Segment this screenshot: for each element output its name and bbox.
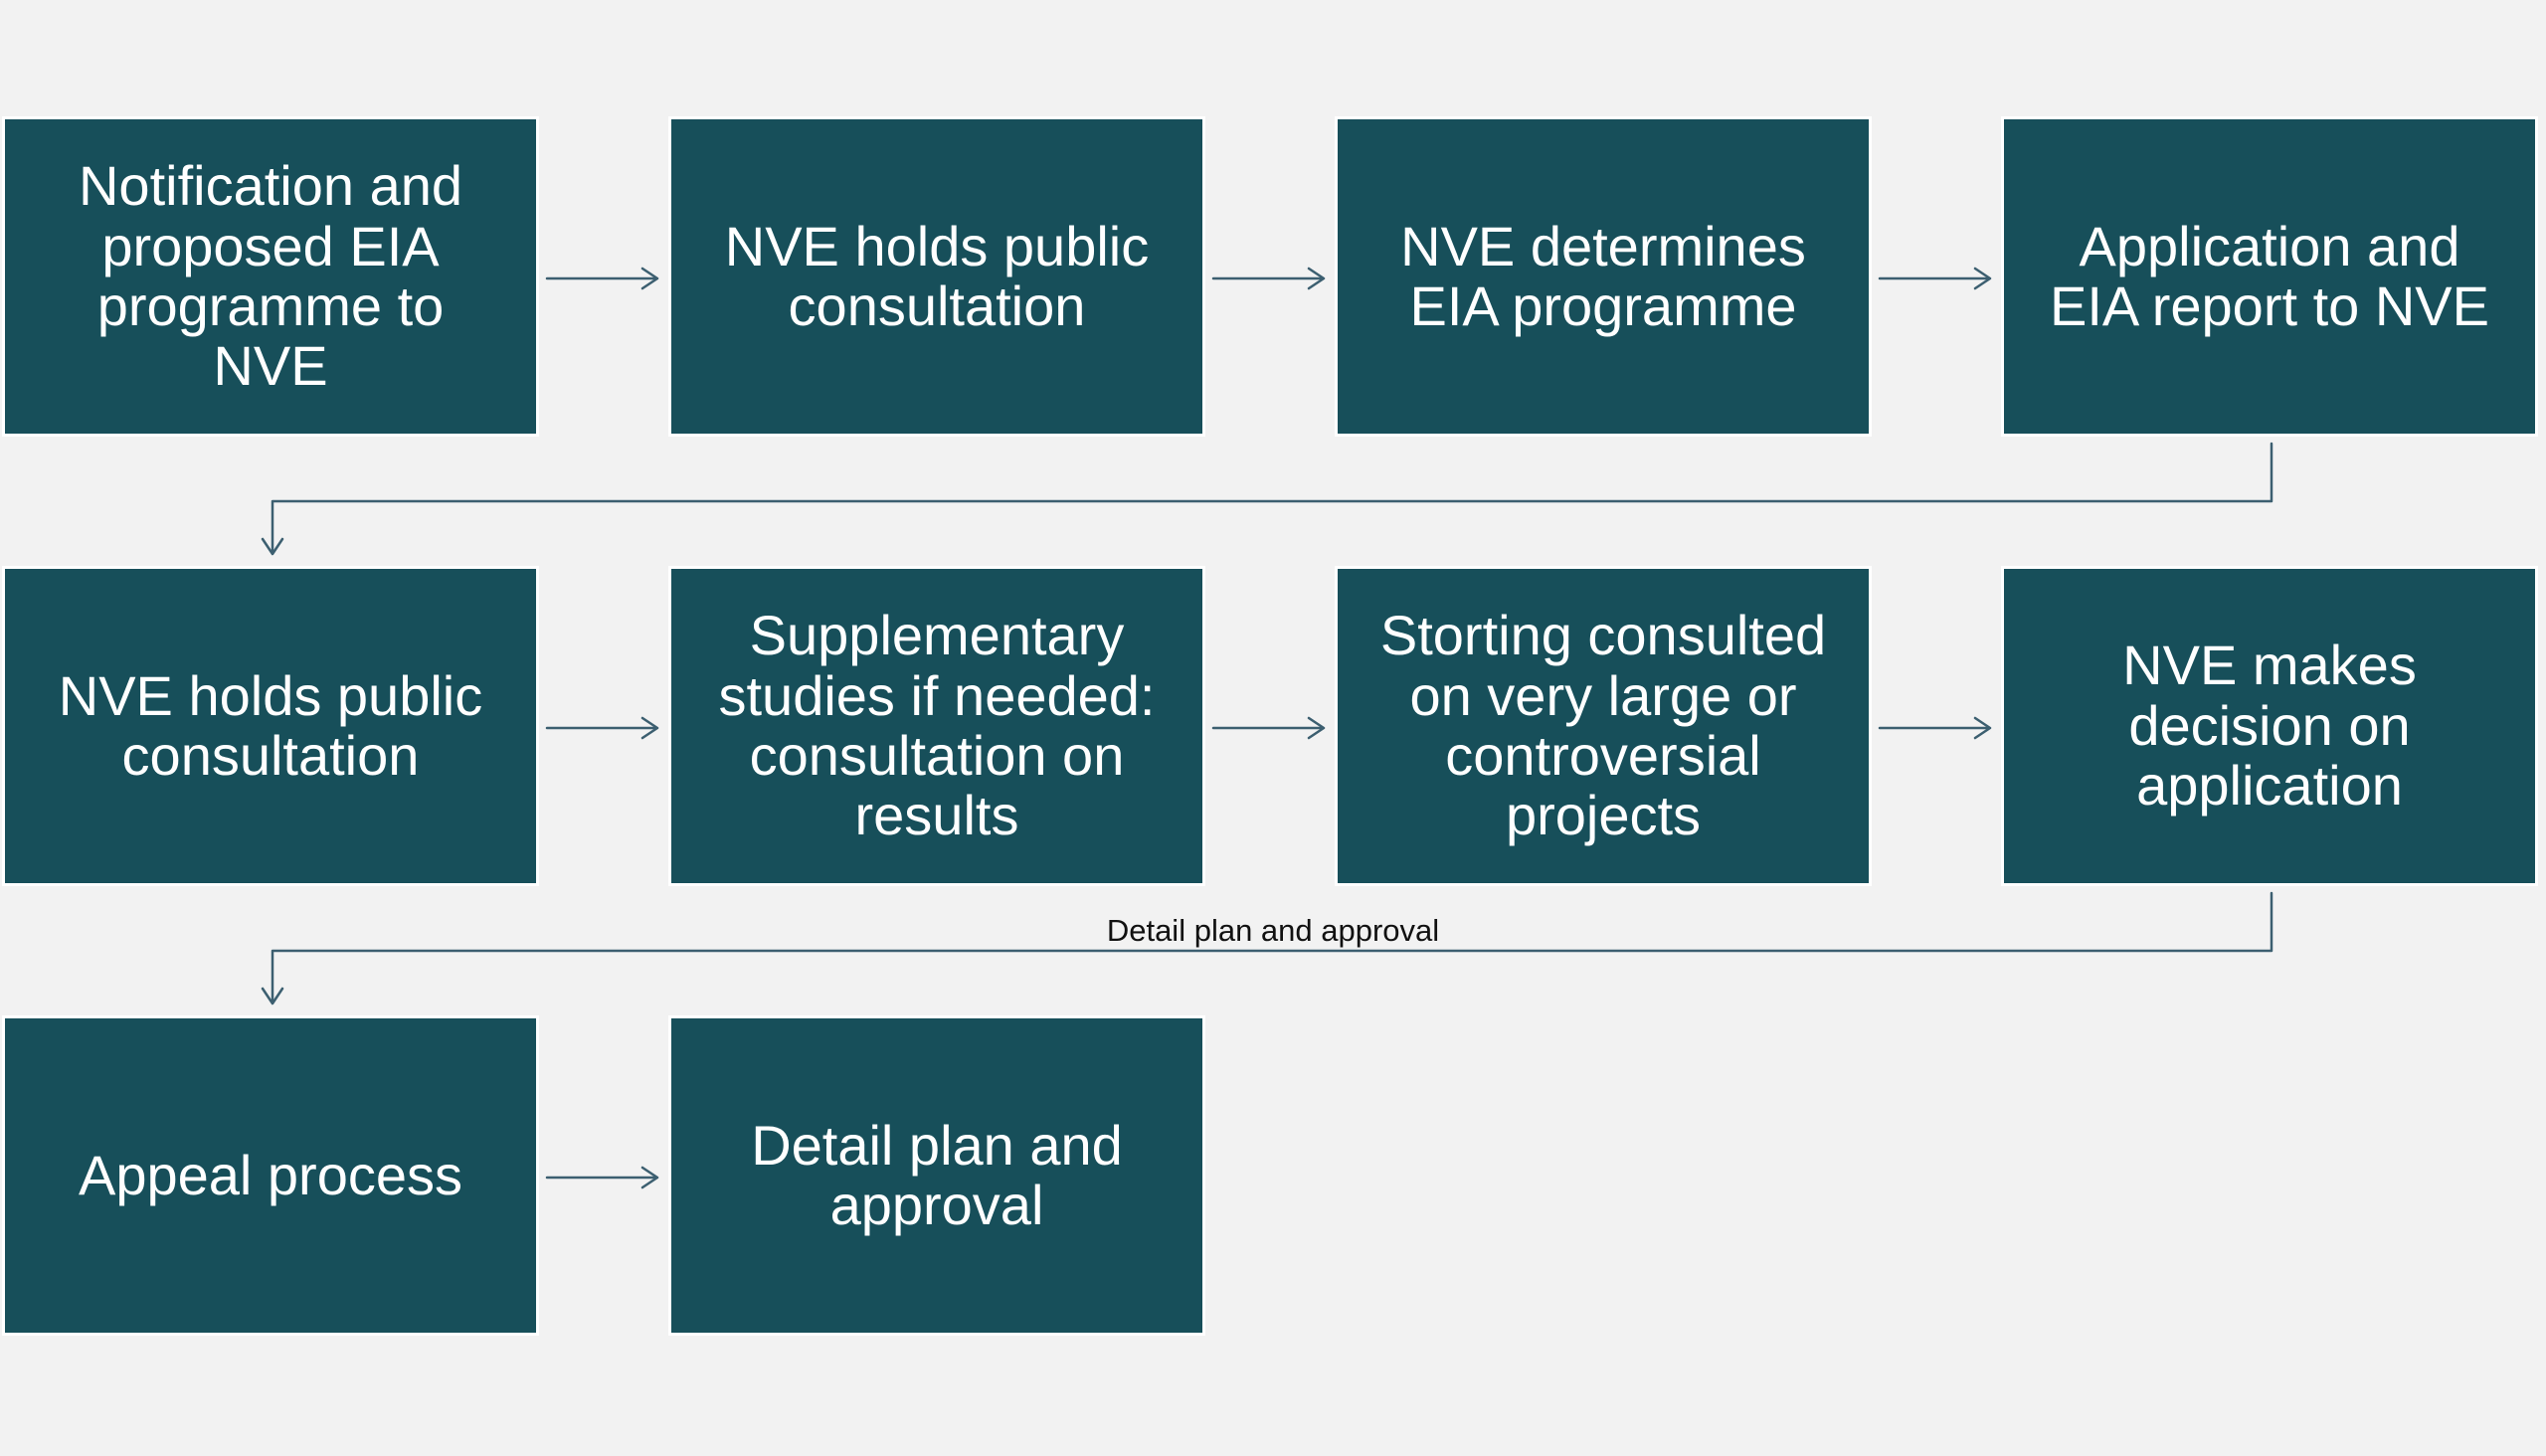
- step-label: Detail plan and approval: [751, 1113, 1123, 1236]
- step-appeal-process: Appeal process: [2, 1015, 539, 1336]
- arrow-s4-to-s5: [261, 442, 2273, 556]
- step-label: Notification and proposed EIA programme …: [78, 154, 462, 398]
- arrow-s7-to-s8: [1878, 716, 1992, 740]
- step-public-consultation-2: NVE holds public consultation: [2, 566, 539, 886]
- edge-label-detail-plan: Detail plan and approval: [1106, 913, 1440, 948]
- arrow-s9-to-s10: [545, 1166, 659, 1189]
- step-label: NVE holds public consultation: [724, 214, 1150, 337]
- step-label: NVE determines EIA programme: [1400, 214, 1806, 337]
- step-supplementary-studies: Supplementary studies if needed: consult…: [668, 566, 1205, 886]
- step-label: Storting consulted on very large or cont…: [1379, 604, 1827, 847]
- step-application-eia-report: Application and EIA report to NVE: [2001, 116, 2538, 437]
- arrow-s2-to-s3: [1211, 267, 1326, 290]
- arrow-s3-to-s4: [1878, 267, 1992, 290]
- step-label: Application and EIA report to NVE: [2050, 214, 2489, 337]
- arrow-s5-to-s6: [545, 716, 659, 740]
- step-label: Appeal process: [78, 1143, 462, 1206]
- step-detail-plan-approval: Detail plan and approval: [668, 1015, 1205, 1336]
- step-notification-eia-programme: Notification and proposed EIA programme …: [2, 116, 539, 437]
- step-label: NVE holds public consultation: [58, 663, 483, 787]
- step-storting-consulted: Storting consulted on very large or cont…: [1335, 566, 1872, 886]
- step-determines-eia-programme: NVE determines EIA programme: [1335, 116, 1872, 437]
- step-nve-decision: NVE makes decision on application: [2001, 566, 2538, 886]
- step-label: NVE makes decision on application: [2122, 634, 2417, 818]
- step-label: Supplementary studies if needed: consult…: [718, 604, 1156, 847]
- arrow-s1-to-s2: [545, 267, 659, 290]
- step-public-consultation-1: NVE holds public consultation: [668, 116, 1205, 437]
- arrow-s6-to-s7: [1211, 716, 1326, 740]
